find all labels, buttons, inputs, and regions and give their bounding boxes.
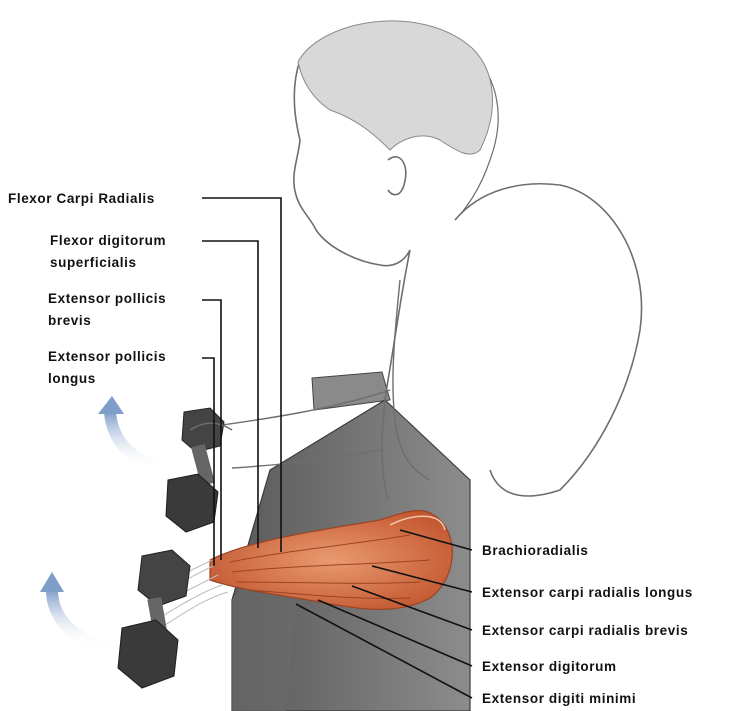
labels-left: Flexor Carpi Radialis Flexor digitorum s… <box>8 191 166 386</box>
label-extensor-digitorum: Extensor digitorum <box>482 659 617 674</box>
label-brachioradialis: Brachioradialis <box>482 543 589 558</box>
labels-right: Brachioradialis Extensor carpi radialis … <box>482 543 693 706</box>
label-flexor-digitorum-line1: Flexor digitorum <box>50 233 166 248</box>
dumbbell-upper <box>166 408 232 532</box>
label-extensor-pollicis-longus-line1: Extensor pollicis <box>48 349 166 364</box>
hair <box>298 21 492 154</box>
label-flexor-carpi-radialis: Flexor Carpi Radialis <box>8 191 155 206</box>
label-extensor-carpi-radialis-brevis: Extensor carpi radialis brevis <box>482 623 688 638</box>
label-extensor-carpi-radialis-longus: Extensor carpi radialis longus <box>482 585 693 600</box>
label-extensor-pollicis-longus-line2: longus <box>48 371 96 386</box>
motion-arrow-lower <box>40 572 110 648</box>
label-flexor-digitorum-line2: superficialis <box>50 255 137 270</box>
label-extensor-digiti-minimi: Extensor digiti minimi <box>482 691 636 706</box>
motion-arrow-upper <box>98 396 165 470</box>
label-extensor-pollicis-brevis-line1: Extensor pollicis <box>48 291 166 306</box>
dumbbell-lower <box>118 550 190 688</box>
label-extensor-pollicis-brevis-line2: brevis <box>48 313 91 328</box>
